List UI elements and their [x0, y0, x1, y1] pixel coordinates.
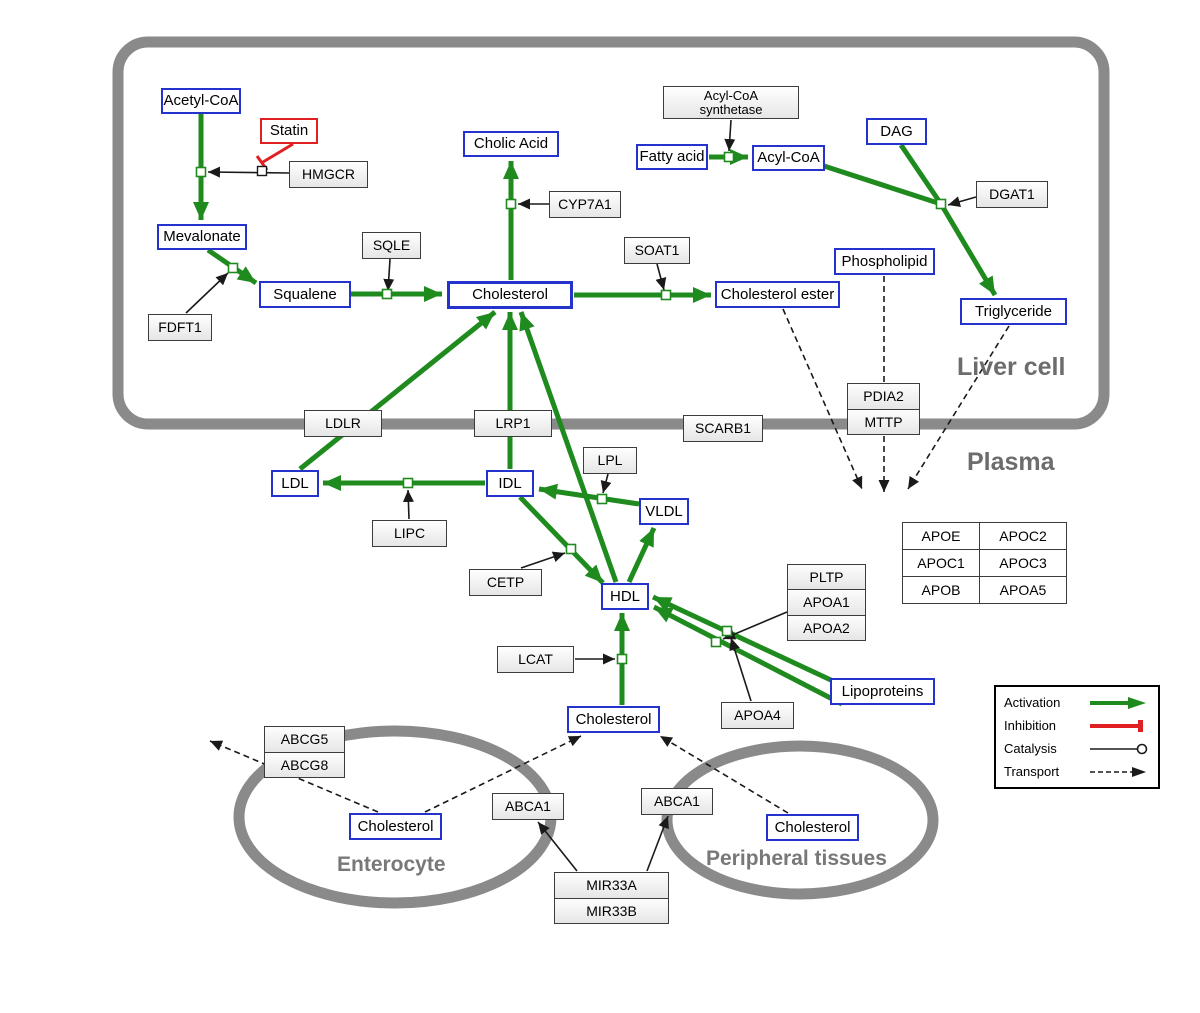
node-lipc[interactable]: LIPC [372, 520, 447, 547]
node-apoc2[interactable]: APOC2 [980, 523, 1066, 549]
legend-row-transport: Transport [1004, 764, 1150, 779]
acyl-coa-synthetase-line2: synthetase [699, 101, 763, 117]
node-acyl-coa-synthetase[interactable]: Acyl-CoA synthetase [663, 86, 799, 119]
activation-arrow-icon [1090, 696, 1146, 709]
node-mir33a[interactable]: MIR33A [555, 873, 668, 898]
node-apoa5[interactable]: APOA5 [980, 577, 1066, 603]
node-soat1[interactable]: SOAT1 [624, 237, 690, 264]
legend-catalysis-label: Catalysis [1004, 741, 1057, 756]
activation-edges [193, 114, 998, 707]
node-hdl[interactable]: HDL [601, 583, 649, 610]
legend: Activation Inhibition Catalysis Transpor… [994, 685, 1160, 789]
node-cetp[interactable]: CETP [469, 569, 542, 596]
acyl-coa-synthetase-line1: Acyl-CoA [703, 87, 759, 103]
node-lipoproteins[interactable]: Lipoproteins [830, 678, 935, 705]
catalysis-circle-icon [1090, 743, 1148, 754]
node-squalene[interactable]: Squalene [259, 281, 351, 308]
node-dag[interactable]: DAG [866, 118, 927, 145]
node-lpl[interactable]: LPL [583, 447, 637, 474]
node-acetyl-coa[interactable]: Acetyl-CoA [161, 88, 241, 114]
node-cyp7a1[interactable]: CYP7A1 [549, 191, 621, 218]
node-mttp[interactable]: MTTP [848, 409, 919, 434]
catalysis-edges [185, 119, 977, 872]
node-apoa1[interactable]: APOA1 [788, 590, 865, 615]
node-pltp[interactable]: PLTP [788, 565, 865, 590]
node-apoe[interactable]: APOE [903, 523, 979, 549]
node-apoc3[interactable]: APOC3 [980, 550, 1066, 576]
node-dgat1[interactable]: DGAT1 [976, 181, 1048, 208]
peripheral-tissues-label: Peripheral tissues [706, 847, 887, 870]
legend-activation-label: Activation [1004, 695, 1061, 710]
node-cholesterol-peripheral[interactable]: Cholesterol [766, 814, 859, 841]
plasma-label: Plasma [967, 448, 1055, 476]
node-cholesterol-ester[interactable]: Cholesterol ester [715, 281, 840, 308]
node-fdft1[interactable]: FDFT1 [148, 314, 212, 341]
node-ldlr[interactable]: LDLR [304, 410, 382, 437]
node-scarb1[interactable]: SCARB1 [683, 415, 763, 442]
node-lcat[interactable]: LCAT [497, 646, 574, 673]
node-hmgcr[interactable]: HMGCR [289, 161, 368, 188]
node-cholic-acid[interactable]: Cholic Acid [463, 131, 559, 157]
legend-inhibition-label: Inhibition [1004, 718, 1057, 733]
node-fatty-acid[interactable]: Fatty acid [636, 144, 708, 170]
apolipoprotein-table: APOE APOC2 APOC1 APOC3 APOB APOA5 [902, 522, 1067, 604]
node-sqle[interactable]: SQLE [362, 232, 421, 259]
node-pdia2[interactable]: PDIA2 [848, 384, 919, 409]
node-acyl-coa[interactable]: Acyl-CoA [752, 145, 825, 171]
node-mevalonate[interactable]: Mevalonate [157, 224, 247, 250]
node-cholesterol-enterocyte[interactable]: Cholesterol [349, 813, 442, 840]
edge-ports [195, 151, 947, 665]
node-abcg8[interactable]: ABCG8 [265, 752, 344, 777]
legend-row-activation: Activation [1004, 695, 1150, 710]
inhibition-tbar-icon [1090, 719, 1143, 732]
legend-transport-label: Transport [1004, 764, 1060, 779]
node-apoa2[interactable]: APOA2 [788, 615, 865, 640]
node-apoc1[interactable]: APOC1 [903, 550, 979, 576]
group-abcg5-abcg8: ABCG5 ABCG8 [264, 726, 345, 778]
enterocyte-label: Enterocyte [337, 853, 446, 876]
node-abca1-enterocyte[interactable]: ABCA1 [492, 793, 564, 820]
node-mir33b[interactable]: MIR33B [555, 898, 668, 923]
node-apob[interactable]: APOB [903, 577, 979, 603]
node-lrp1[interactable]: LRP1 [474, 410, 552, 437]
node-ldl[interactable]: LDL [271, 470, 319, 497]
node-phospholipid[interactable]: Phospholipid [834, 248, 935, 275]
liver-cell-label: Liver cell [957, 353, 1066, 381]
node-cholesterol-plasma[interactable]: Cholesterol [567, 706, 660, 733]
group-pdia2-mttp: PDIA2 MTTP [847, 383, 920, 435]
transport-dashed-arrow-icon [1090, 766, 1146, 777]
node-vldl[interactable]: VLDL [639, 498, 689, 525]
node-apoa4[interactable]: APOA4 [721, 702, 794, 729]
group-mir33a-mir33b: MIR33A MIR33B [554, 872, 669, 924]
node-abca1-peripheral[interactable]: ABCA1 [641, 788, 713, 815]
node-triglyceride[interactable]: Triglyceride [960, 298, 1067, 325]
legend-row-inhibition: Inhibition [1004, 718, 1150, 733]
node-statin[interactable]: Statin [260, 118, 318, 144]
node-idl[interactable]: IDL [486, 470, 534, 497]
legend-row-catalysis: Catalysis [1004, 741, 1150, 756]
node-cholesterol-liver[interactable]: Cholesterol [447, 281, 573, 309]
node-abcg5[interactable]: ABCG5 [265, 727, 344, 752]
group-pltp-apoa1-apoa2: PLTP APOA1 APOA2 [787, 564, 866, 641]
liver-cell-membrane [112, 36, 1110, 430]
